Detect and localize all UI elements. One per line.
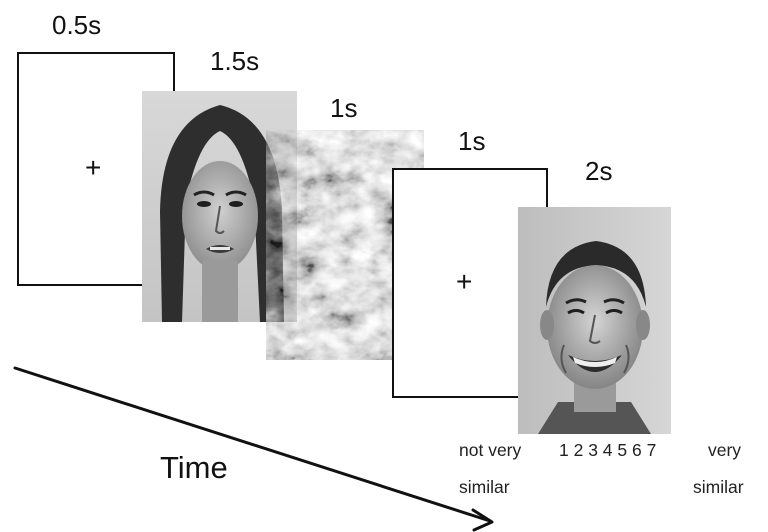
duration-face-2: 2s bbox=[585, 156, 613, 186]
scale-left-anchor-line2: similar bbox=[459, 477, 510, 497]
fixation-cross: + bbox=[85, 152, 102, 183]
fixation-cross: + bbox=[456, 266, 473, 297]
duration-face-1: 1.5s bbox=[210, 46, 260, 76]
time-axis-label: Time bbox=[160, 450, 228, 485]
face-photo-female-frowning-icon bbox=[142, 91, 297, 322]
duration-fixation-1: 0.5s bbox=[52, 10, 102, 40]
duration-mask: 1s bbox=[330, 93, 358, 123]
duration-fixation-2: 1s bbox=[458, 126, 486, 156]
scale-right-anchor-line2: similar bbox=[693, 477, 744, 497]
scale-left-anchor-line1: not very bbox=[459, 440, 522, 460]
face-photo-male-smiling-icon bbox=[518, 207, 671, 434]
scale-numbers: 1 2 3 4 5 6 7 bbox=[559, 440, 657, 460]
scale-right-anchor-line1: very bbox=[708, 440, 742, 460]
